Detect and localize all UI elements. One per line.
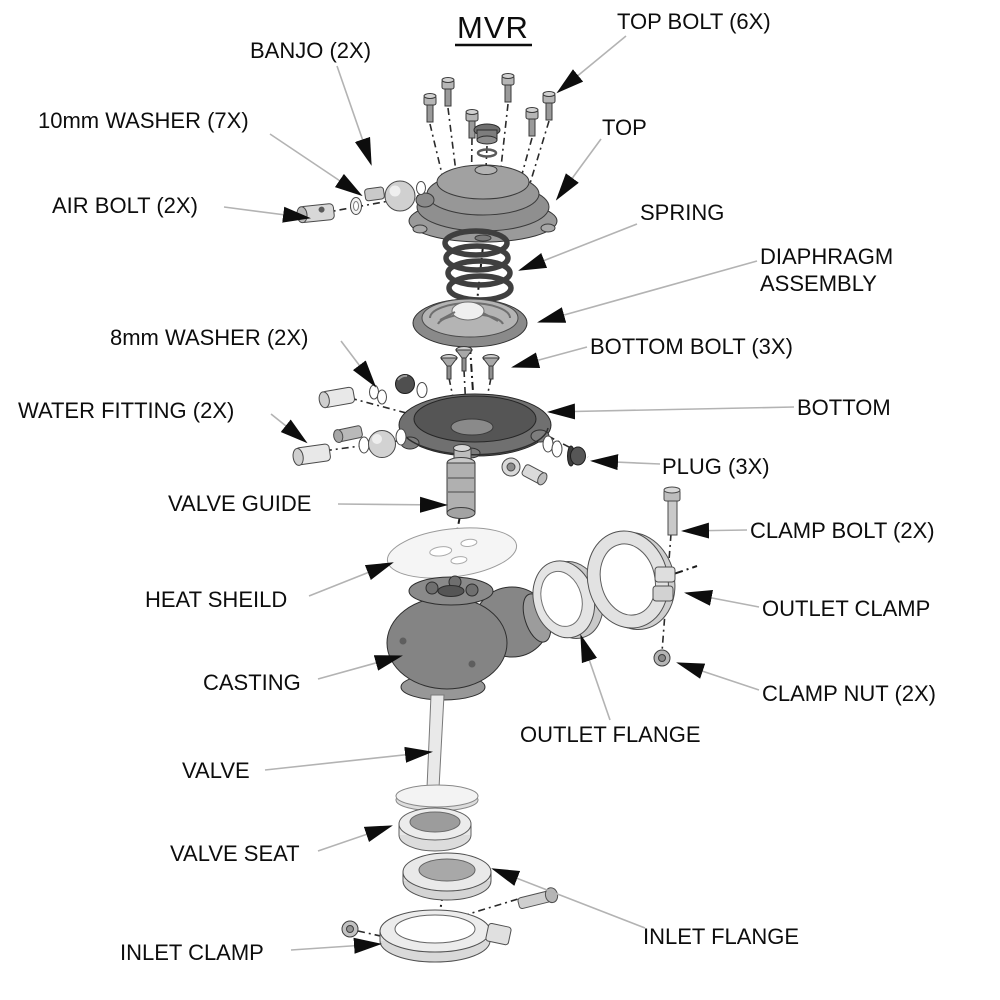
leader-banjo xyxy=(336,65,372,166)
leader-lines xyxy=(223,35,795,954)
label-inlet-flange: INLET FLANGE xyxy=(643,924,799,949)
leader-diaphragm xyxy=(537,260,758,323)
bottom-bolts-part xyxy=(440,346,500,380)
inlet-flange-part xyxy=(402,852,492,901)
air-fitting-part xyxy=(473,123,501,158)
clamp-nut-part xyxy=(653,649,671,667)
label-water-fitting: WATER FITTING (2X) xyxy=(18,398,234,423)
label-valve-seat: VALVE SEAT xyxy=(170,841,300,866)
valve-part xyxy=(395,694,479,812)
labels-layer: MVR TOP BOLT (6X) BANJO (2X) 10mm WASHER… xyxy=(18,9,936,965)
label-clamp-nut: CLAMP NUT (2X) xyxy=(762,681,936,706)
label-outlet-clamp: OUTLET CLAMP xyxy=(762,596,930,621)
label-10mm-washer: 10mm WASHER (7X) xyxy=(38,108,249,133)
leader-clamp-bolt xyxy=(681,522,748,539)
leader-water-fitting xyxy=(270,413,308,444)
label-diaphragm-line1: DIAPHRAGM xyxy=(760,244,893,269)
top-bolts-part xyxy=(423,73,556,139)
leader-valve-guide xyxy=(337,496,448,513)
label-valve-guide: VALVE GUIDE xyxy=(168,491,311,516)
label-casting: CASTING xyxy=(203,670,301,695)
plug-parts xyxy=(395,374,586,477)
label-outlet-flange: OUTLET FLANGE xyxy=(520,722,701,747)
label-inlet-clamp: INLET CLAMP xyxy=(120,940,264,965)
label-air-bolt: AIR BOLT (2X) xyxy=(52,193,198,218)
label-top: TOP xyxy=(602,115,647,140)
leader-inlet-flange xyxy=(491,868,646,929)
outlet-flange-part xyxy=(532,560,604,639)
washer-parts xyxy=(369,382,563,458)
leader-outlet-flange xyxy=(580,634,611,721)
top-cover-part xyxy=(408,164,558,243)
heat-shield-part xyxy=(386,527,518,579)
label-diaphragm-line2: ASSEMBLY xyxy=(760,271,877,296)
casting-part xyxy=(386,575,552,701)
label-bottom: BOTTOM xyxy=(797,395,891,420)
leader-air-bolt xyxy=(223,206,311,223)
banjo-assembly-part xyxy=(296,180,426,224)
valve-seat-part xyxy=(398,807,472,852)
label-top-bolt: TOP BOLT (6X) xyxy=(617,9,771,34)
leader-heat-shield xyxy=(308,562,394,597)
label-bottom-bolt: BOTTOM BOLT (3X) xyxy=(590,334,793,359)
label-8mm-washer: 8mm WASHER (2X) xyxy=(110,325,308,350)
leader-casting xyxy=(317,655,403,680)
leader-valve-seat xyxy=(317,825,393,852)
inlet-clamp-part xyxy=(341,887,559,963)
leader-8mm-washer xyxy=(340,340,377,388)
leader-outlet-clamp xyxy=(684,590,760,608)
outlet-clamp-part xyxy=(586,530,676,630)
label-banjo: BANJO (2X) xyxy=(250,38,371,63)
leader-spring xyxy=(518,223,638,271)
label-spring: SPRING xyxy=(640,200,724,225)
label-heat-shield: HEAT SHEILD xyxy=(145,587,287,612)
leader-inlet-clamp xyxy=(290,937,382,954)
diaphragm-assembly-part xyxy=(412,298,528,348)
spring-part xyxy=(442,228,514,303)
diagram-title: MVR xyxy=(457,10,529,45)
bottom-casting-part xyxy=(398,393,552,459)
label-clamp-bolt: CLAMP BOLT (2X) xyxy=(750,518,935,543)
leader-plug xyxy=(590,454,661,471)
water-fitting-parts xyxy=(292,386,548,486)
leader-bottom xyxy=(547,403,795,420)
leader-top-bolt xyxy=(556,35,627,94)
label-valve: VALVE xyxy=(182,758,250,783)
leader-10mm-washer xyxy=(269,133,363,197)
label-plug: PLUG (3X) xyxy=(662,454,770,479)
valve-guide-part xyxy=(446,444,476,519)
clamp-bolt-part xyxy=(663,486,681,536)
leader-bottom-bolt xyxy=(511,346,588,368)
leader-valve xyxy=(264,746,433,771)
leader-clamp-nut xyxy=(676,662,760,691)
leader-top xyxy=(555,138,602,201)
